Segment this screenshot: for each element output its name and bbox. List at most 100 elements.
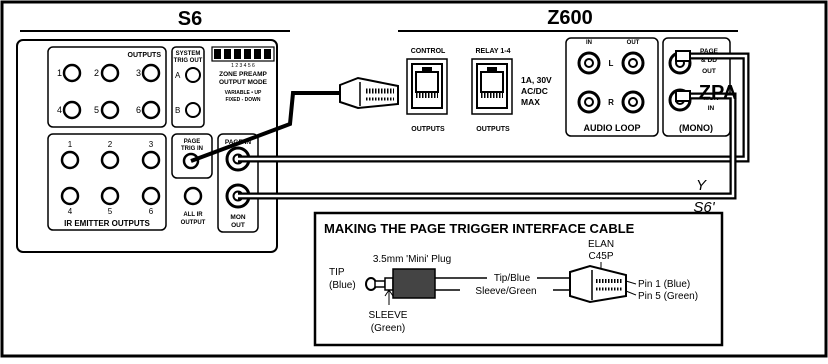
ir-emitter-box bbox=[47, 133, 167, 231]
output-jack bbox=[100, 100, 120, 120]
zpa-overlay-label: ZPA bbox=[699, 82, 738, 104]
dip-switch bbox=[234, 49, 241, 59]
s6-panel bbox=[16, 39, 278, 253]
mini-plug-label: 3.5mm 'Mini' Plug bbox=[373, 254, 451, 265]
ir-emitter-label: IR EMITTER OUTPUTS bbox=[64, 219, 150, 228]
page-out-label: & DD bbox=[701, 57, 717, 64]
dip-switch bbox=[254, 49, 261, 59]
mono-box bbox=[662, 37, 731, 137]
r-label: R bbox=[608, 98, 614, 107]
in-label: IN bbox=[586, 40, 592, 46]
out-label: OUT bbox=[627, 40, 640, 46]
output-number: 1 bbox=[57, 68, 62, 78]
dip-numbers: 1 2 3 4 5 6 bbox=[231, 63, 255, 69]
elan-label: ELAN bbox=[588, 239, 614, 250]
jack-center bbox=[584, 58, 594, 68]
output-jack bbox=[141, 63, 161, 83]
all-ir-label: OUTPUT bbox=[181, 220, 206, 226]
elan-label: C45P bbox=[588, 251, 613, 262]
tip-label: TIP bbox=[329, 267, 345, 278]
page-out-label: PAGE bbox=[700, 48, 719, 55]
relay-spec: 1A, 30V bbox=[521, 75, 552, 85]
sleeve-arrow bbox=[384, 289, 394, 297]
jack-center bbox=[628, 97, 638, 107]
port-latch bbox=[422, 67, 432, 72]
rca-plug-head bbox=[675, 90, 691, 102]
relay-spec: AC/DC bbox=[521, 86, 548, 96]
page-mon-box bbox=[217, 133, 259, 233]
l-label: L bbox=[609, 59, 614, 68]
elan-rj45-plug bbox=[569, 264, 627, 304]
trig-b-jack bbox=[185, 102, 201, 118]
rj45-plug bbox=[339, 76, 399, 110]
output-number: 2 bbox=[94, 68, 99, 78]
dip-switch bbox=[244, 49, 251, 59]
audio-loop-box bbox=[565, 37, 659, 137]
output-jack bbox=[62, 100, 82, 120]
ir-jack bbox=[60, 186, 80, 206]
all-ir-label: ALL IR bbox=[183, 212, 203, 218]
jack-center bbox=[584, 97, 594, 107]
control-label: CONTROL bbox=[411, 48, 446, 55]
trig-a-jack bbox=[185, 67, 201, 83]
ir-number: 6 bbox=[149, 207, 154, 216]
pin-leader bbox=[625, 280, 637, 285]
zone-preamp-label: OUTPUT MODE bbox=[219, 79, 268, 86]
ir-jack bbox=[141, 186, 161, 206]
jack-center bbox=[628, 58, 638, 68]
ir-number: 5 bbox=[108, 207, 113, 216]
ir-number: 4 bbox=[68, 207, 73, 216]
control-rj45-port bbox=[406, 58, 448, 115]
system-trig-label: SYSTEM bbox=[176, 51, 201, 57]
trig-b-label: B bbox=[175, 106, 180, 115]
dip-switch bbox=[224, 49, 231, 59]
pin1-label: Pin 1 (Blue) bbox=[638, 279, 690, 290]
mini-plug bbox=[365, 268, 436, 299]
all-ir-jack bbox=[183, 186, 203, 206]
page-trig-in-label: PAGE bbox=[184, 139, 201, 145]
port-opening bbox=[415, 71, 439, 93]
output-jack bbox=[141, 100, 161, 120]
page-trigger-cable bbox=[190, 91, 342, 163]
cable-instructions-box bbox=[313, 211, 724, 347]
cable-box-title: MAKING THE PAGE TRIGGER INTERFACE CABLE bbox=[324, 221, 635, 236]
trig-a-label: A bbox=[175, 71, 181, 80]
sleeve-label: SLEEVE bbox=[369, 310, 408, 321]
relay-outputs-label: OUTPUTS bbox=[476, 126, 510, 133]
system-trig-label: TRIG OUT bbox=[174, 58, 203, 64]
mode-label: VARIABLE • UP bbox=[225, 90, 262, 96]
s6-output-jacks: 1 2 3 4 5 6 bbox=[57, 63, 161, 120]
zone-preamp-label: ZONE PREAMP bbox=[219, 71, 267, 78]
s6-outputs-label: OUTPUTS bbox=[128, 52, 162, 59]
mon-audio-cable-inner bbox=[238, 94, 735, 198]
port-latch bbox=[487, 67, 497, 72]
mono-label: (MONO) bbox=[679, 123, 713, 133]
relay-spec: MAX bbox=[521, 97, 540, 107]
ir-number: 3 bbox=[149, 140, 154, 149]
mon-out-label: MON bbox=[230, 214, 245, 221]
relay-label: RELAY 1-4 bbox=[475, 48, 510, 55]
dip-switch bbox=[264, 49, 271, 59]
ir-emitter-jacks: 1 2 3 4 5 6 bbox=[60, 140, 161, 216]
page-trig-in-label: TRIG IN bbox=[181, 146, 203, 152]
ir-number: 2 bbox=[108, 140, 113, 149]
pin-leader bbox=[625, 290, 637, 296]
s6-title: S6 bbox=[178, 8, 202, 30]
ir-jack bbox=[60, 150, 80, 170]
plug-ring bbox=[374, 280, 386, 288]
page-trig-in-box bbox=[171, 133, 213, 179]
output-jack bbox=[62, 63, 82, 83]
rca-plug-head bbox=[675, 50, 691, 62]
mon-out-label: OUT bbox=[231, 222, 245, 229]
y-overlay-label: Y bbox=[696, 177, 707, 194]
audio-loop-label: AUDIO LOOP bbox=[583, 123, 640, 133]
plug-barrel bbox=[392, 268, 436, 299]
mode-label: FIXED - DOWN bbox=[226, 97, 261, 103]
output-jack bbox=[100, 63, 120, 83]
ir-jack bbox=[100, 186, 120, 206]
mon-in-label: IN bbox=[708, 105, 715, 112]
s6-outputs-box bbox=[47, 46, 167, 128]
relay-rj45-port bbox=[471, 58, 513, 115]
